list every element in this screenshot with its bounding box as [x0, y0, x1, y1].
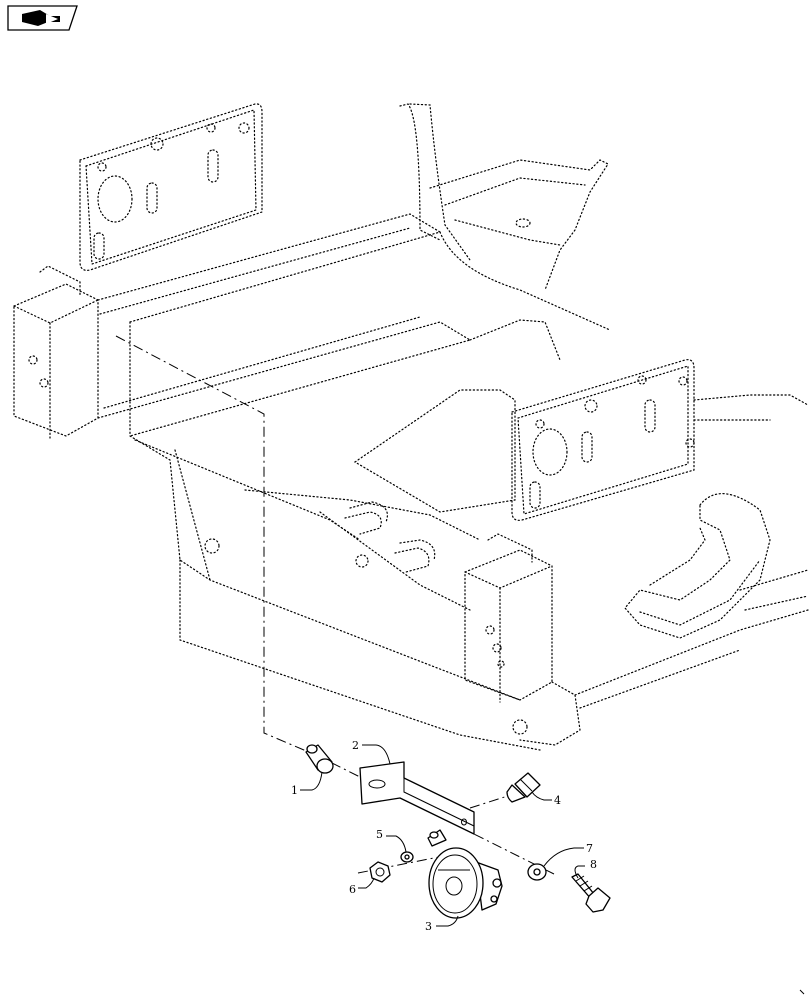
- callout-label: 3: [425, 920, 432, 933]
- part-3-horn[interactable]: [427, 829, 503, 919]
- horn-center-line: [357, 851, 465, 874]
- part-4-screw[interactable]: [506, 772, 541, 803]
- chassis-frame: [13, 103, 809, 751]
- callout-label: 8: [590, 858, 597, 871]
- callout-3: 3: [425, 915, 459, 933]
- callout-1: 1: [291, 771, 323, 797]
- nav-badge[interactable]: [7, 5, 78, 31]
- callout-5: 5: [376, 828, 407, 853]
- part-6-nut[interactable]: [369, 861, 391, 883]
- callout-label: 6: [349, 883, 356, 896]
- callout-8: 8: [574, 858, 597, 879]
- mounting-center-line: [115, 335, 555, 875]
- callout-2: 2: [352, 739, 391, 765]
- part-7-washer[interactable]: [527, 863, 547, 881]
- corner-mark: [799, 989, 805, 995]
- callout-label: 1: [291, 784, 298, 797]
- part-1-bushing[interactable]: [305, 744, 334, 774]
- part-8-bolt[interactable]: [571, 873, 611, 913]
- callout-label: 5: [376, 828, 383, 841]
- part-2-bracket[interactable]: [359, 761, 475, 835]
- callout-label: 2: [352, 739, 359, 752]
- part-5-lock-washer[interactable]: [400, 851, 414, 863]
- callout-label: 7: [586, 842, 593, 855]
- open-book-arrow-icon: [22, 10, 60, 26]
- callout-4: 4: [531, 791, 561, 807]
- callout-6: 6: [349, 877, 375, 896]
- bolt-center-line: [469, 793, 515, 809]
- callout-label: 4: [554, 794, 561, 807]
- callout-7: 7: [543, 842, 593, 867]
